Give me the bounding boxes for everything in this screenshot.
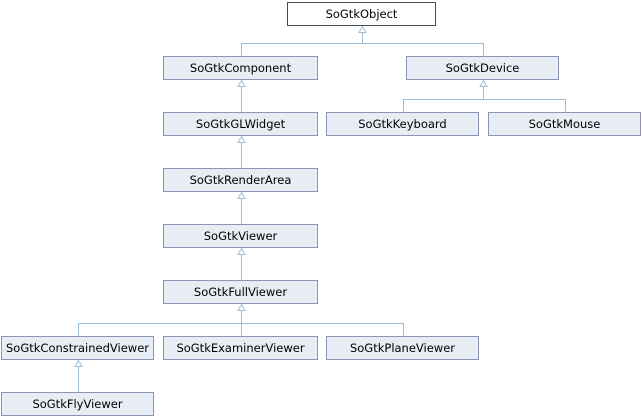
inheritance-arrowhead (237, 247, 246, 255)
node-sogtkmouse[interactable]: SoGtkMouse (488, 112, 641, 136)
inheritance-arrowhead (237, 191, 246, 199)
inheritance-arrowhead (237, 303, 246, 311)
inheritance-arrowhead (237, 79, 246, 87)
inheritance-arrowhead (237, 135, 246, 143)
node-sogtkexaminerviewer[interactable]: SoGtkExaminerViewer (163, 336, 318, 360)
node-sogtkobject[interactable]: SoGtkObject (287, 2, 436, 26)
node-sogtkflyviewer[interactable]: SoGtkFlyViewer (1, 392, 154, 416)
inheritance-arrowhead (479, 79, 488, 87)
node-sogtkplaneviewer[interactable]: SoGtkPlaneViewer (326, 336, 479, 360)
node-sogtkkeyboard[interactable]: SoGtkKeyboard (326, 112, 479, 136)
node-sogtkdevice[interactable]: SoGtkDevice (406, 56, 559, 80)
node-sogtkviewer[interactable]: SoGtkViewer (163, 224, 318, 248)
node-sogtkglwidget[interactable]: SoGtkGLWidget (163, 112, 318, 136)
inheritance-arrowhead (74, 359, 83, 367)
node-sogtkrenderarea[interactable]: SoGtkRenderArea (163, 168, 318, 192)
node-sogtkconstrainedviewer[interactable]: SoGtkConstrainedViewer (1, 336, 154, 360)
node-sogtkfullviewer[interactable]: SoGtkFullViewer (163, 280, 318, 304)
node-sogtkcomponent[interactable]: SoGtkComponent (163, 56, 318, 80)
inheritance-arrowhead (358, 25, 367, 33)
